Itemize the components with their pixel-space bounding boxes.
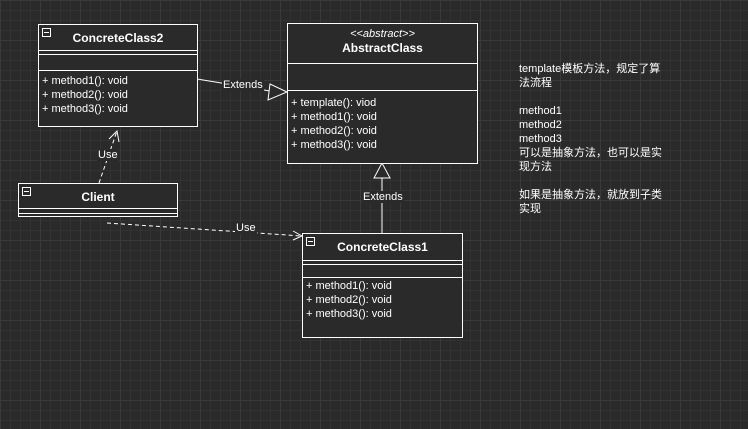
client-use-c1-line	[106, 222, 303, 237]
client-use-c1-label: Use	[235, 222, 257, 234]
divider	[39, 70, 197, 71]
collapse-icon[interactable]	[42, 28, 51, 37]
note-text: template模板方法，规定了算 法流程 method1 method2 me…	[519, 62, 681, 216]
concrete-class1-box[interactable]: ConcreteClass1 + method1(): void + metho…	[302, 233, 463, 338]
operation: + method2(): void	[291, 125, 377, 137]
c1-extends-arrowhead	[373, 161, 391, 179]
c1-extends-label: Extends	[362, 191, 404, 203]
note-line	[519, 174, 681, 188]
abstract-class-box[interactable]: <<abstract>> AbstractClass + template():…	[287, 23, 478, 164]
divider	[288, 90, 477, 91]
note-line: method3	[519, 133, 562, 145]
note-line: method1	[519, 105, 562, 117]
note-line: template模板方法，规定了算	[519, 63, 661, 75]
operation: + method3(): void	[291, 139, 377, 151]
divider	[303, 264, 462, 265]
client-use-c2-arrowhead	[108, 129, 120, 143]
operation: + template(): viod	[291, 97, 377, 109]
class-name: AbstractClass	[342, 41, 423, 55]
divider	[39, 50, 197, 51]
stereotype: <<abstract>>	[350, 28, 415, 40]
divider	[303, 277, 462, 278]
operation: + method2(): void	[42, 89, 128, 101]
operations-list: + method1(): void + method2(): void + me…	[303, 278, 462, 321]
note-line: 可以是抽象方法，也可以是实	[519, 147, 662, 159]
divider	[303, 260, 462, 261]
class-name: ConcreteClass1	[337, 240, 428, 254]
c2-extends-arrowhead	[267, 83, 289, 101]
note-line: 实现	[519, 203, 541, 215]
note-line: 如果是抽象方法，就放到子类	[519, 189, 662, 201]
operations-list: + method1(): void + method2(): void + me…	[39, 71, 197, 116]
operation: + method1(): void	[306, 280, 392, 292]
divider	[39, 54, 197, 55]
collapse-icon[interactable]	[22, 187, 31, 196]
operations-list: + template(): viod + method1(): void + m…	[288, 91, 477, 152]
divider	[288, 63, 477, 64]
client-use-c2-line	[98, 130, 118, 184]
operation: + method3(): void	[306, 308, 392, 320]
class-name: ConcreteClass2	[72, 31, 164, 45]
operation: + method1(): void	[291, 111, 377, 123]
divider	[19, 208, 177, 209]
note-line	[519, 90, 681, 104]
collapse-icon[interactable]	[306, 237, 315, 246]
class-name: Client	[81, 190, 115, 204]
note-line: 法流程	[519, 77, 552, 89]
operation: + method3(): void	[42, 103, 128, 115]
operation: + method2(): void	[306, 294, 392, 306]
client-use-c2-label: Use	[97, 149, 119, 161]
note-line: 现方法	[519, 161, 552, 173]
divider	[19, 213, 177, 214]
client-box[interactable]: Client	[18, 183, 178, 217]
operation: + method1(): void	[42, 75, 128, 87]
c2-extends-label: Extends	[222, 79, 264, 91]
concrete-class2-box[interactable]: ConcreteClass2 + method1(): void + metho…	[38, 24, 198, 127]
note-line: method2	[519, 119, 562, 131]
